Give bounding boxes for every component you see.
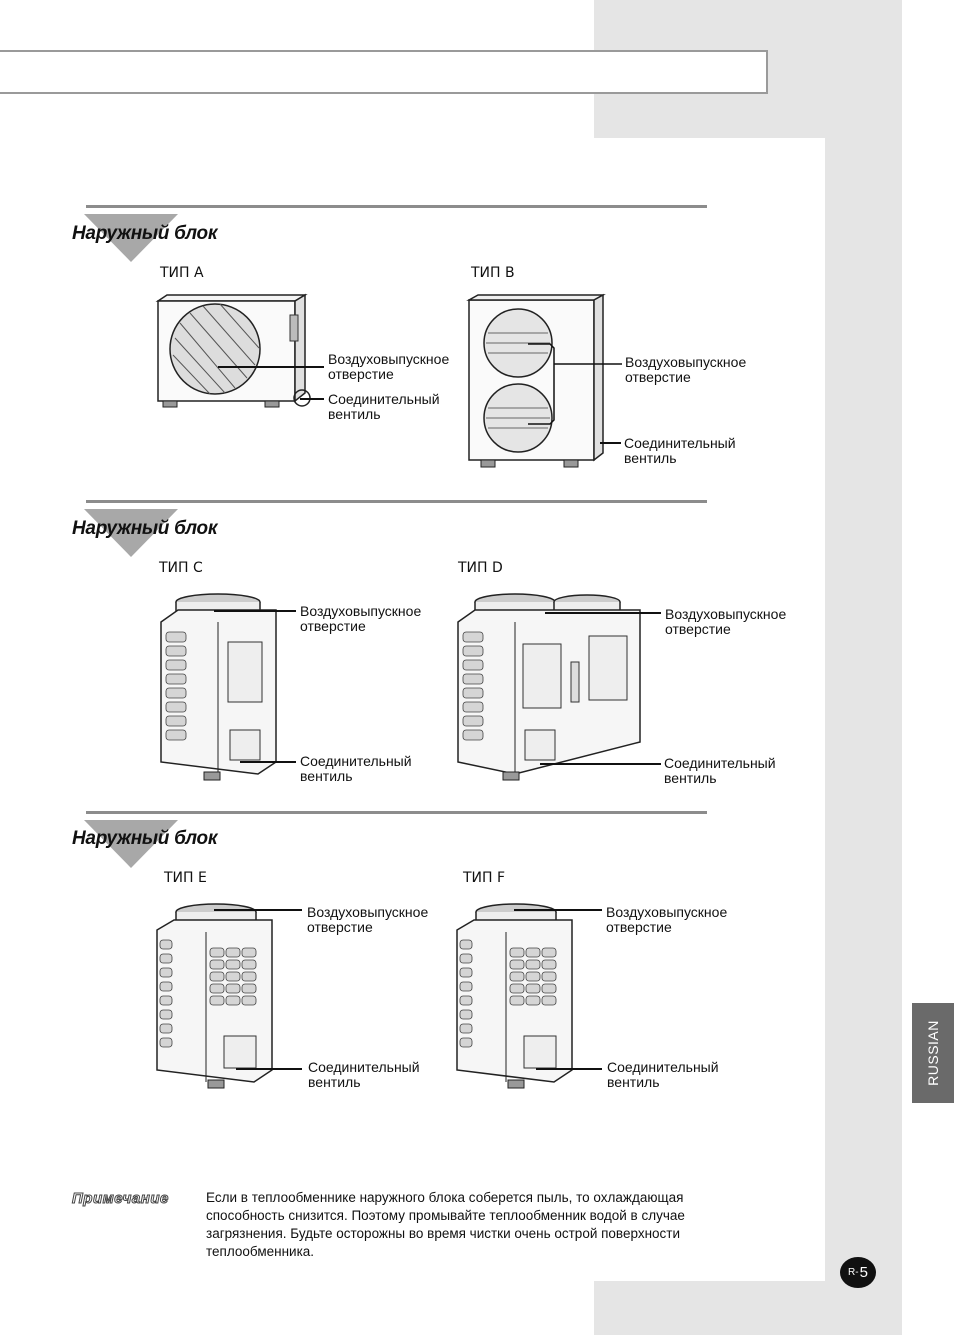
bracket-line <box>528 343 622 425</box>
unit-type-e-illustration <box>156 903 273 1089</box>
page-side-background <box>825 0 902 1335</box>
unit-type-b-illustration <box>466 293 606 468</box>
outlet-label-a: Воздуховыпускное отверстие <box>328 351 450 382</box>
page-bottom-background <box>594 1281 902 1335</box>
leader-line <box>536 1068 602 1070</box>
section-divider <box>86 811 707 814</box>
valve-label-f: Соединительный вентиль <box>607 1059 719 1090</box>
valve-label-b: Соединительный вентиль <box>624 435 736 466</box>
valve-label-e: Соединительный вентиль <box>308 1059 420 1090</box>
valve-label-c: Соединительный вентиль <box>300 753 412 784</box>
type-f-label: ТИП F <box>463 870 506 886</box>
outlet-label-c: Воздуховыпускное отверстие <box>300 603 422 634</box>
section-title: Наружный блок <box>72 828 218 849</box>
language-tab-label: RUSSIAN <box>925 1020 941 1086</box>
outlet-label-d: Воздуховыпускное отверстие <box>665 606 787 637</box>
leader-line <box>514 909 602 911</box>
leader-line <box>214 610 296 612</box>
leader-line <box>540 763 661 765</box>
type-e-label: ТИП E <box>164 870 207 886</box>
leader-line <box>218 366 324 368</box>
page-number-prefix: R- <box>848 1267 859 1278</box>
unit-type-f-illustration <box>456 903 573 1089</box>
section-title: Наружный блок <box>72 223 218 244</box>
page-number: 5 <box>859 1264 868 1281</box>
page-number-badge: R-5 <box>840 1257 876 1288</box>
type-d-label: ТИП D <box>458 560 503 576</box>
note-text: Если в теплообменнике наружного блока со… <box>206 1190 685 1259</box>
leader-line <box>300 398 324 400</box>
outlet-label-b: Воздуховыпускное отверстие <box>625 354 747 385</box>
leader-line <box>240 761 296 763</box>
unit-type-c-illustration <box>160 593 277 781</box>
section-divider <box>86 500 707 503</box>
header-box <box>0 50 768 94</box>
unit-type-a-illustration <box>155 293 311 408</box>
type-b-label: ТИП B <box>471 265 515 281</box>
section-marker <box>84 509 178 557</box>
type-a-label: ТИП A <box>160 265 204 281</box>
section-marker <box>84 214 178 262</box>
leader-line <box>600 442 621 444</box>
leader-line <box>214 909 302 911</box>
type-c-label: ТИП C <box>159 560 203 576</box>
outlet-label-e: Воздуховыпускное отверстие <box>307 904 429 935</box>
leader-line <box>545 612 661 614</box>
valve-label-a: Соединительный вентиль <box>328 391 440 422</box>
unit-type-d-illustration <box>457 593 641 781</box>
note-title: Примечание <box>72 1190 169 1208</box>
section-divider <box>86 205 707 208</box>
outlet-label-f: Воздуховыпускное отверстие <box>606 904 728 935</box>
language-tab: RUSSIAN <box>912 1003 954 1103</box>
valve-label-d: Соединительный вентиль <box>664 755 776 786</box>
leader-line <box>236 1068 302 1070</box>
section-marker <box>84 820 178 868</box>
section-title: Наружный блок <box>72 518 218 539</box>
